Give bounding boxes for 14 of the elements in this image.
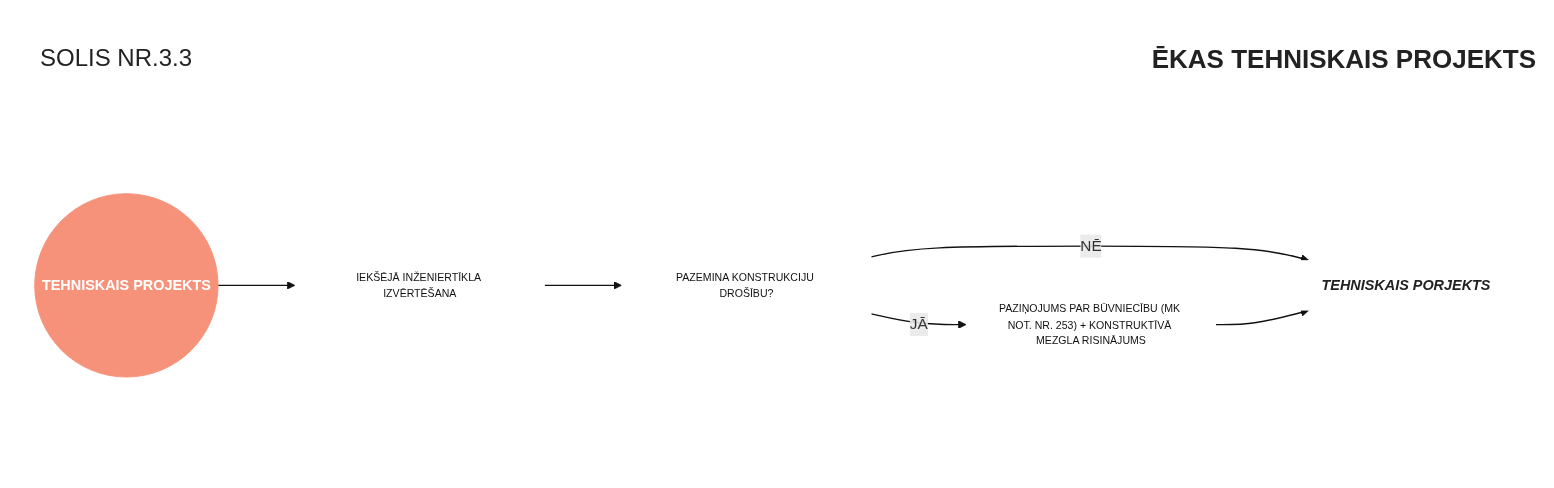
- edge-label: JĀ: [909, 315, 928, 332]
- node-text: IEKŠĒJĀ INŽENIERTĪKLA IZVĒRTĒŠANA: [356, 271, 481, 299]
- node-text: PAZEMINA KONSTRUKCIJU DROŠĪBU?: [676, 271, 814, 299]
- arrow: [217, 280, 296, 290]
- arrow: [870, 245, 1309, 262]
- node-text: PAZIŅOJUMS PAR BŪVNIECĪBU (MK NOT. NR. 253) + KONSTRUKTĪVĀ MEZGLA RISINĀJUMS: [998, 302, 1181, 346]
- arrow: [1215, 308, 1309, 325]
- arrow: [870, 312, 967, 329]
- arrow: [543, 280, 622, 290]
- edge-label: NĒ: [1080, 237, 1102, 254]
- node-circle: TEHNISKAIS PROJEKTS: [34, 192, 219, 378]
- node-text: TEHNISKAIS PORJEKTS: [1321, 276, 1491, 293]
- step-label: SOLIS NR.3.3: [40, 44, 193, 72]
- diagram-title: ĒKAS TEHNISKAIS PROJEKTS: [1151, 44, 1536, 75]
